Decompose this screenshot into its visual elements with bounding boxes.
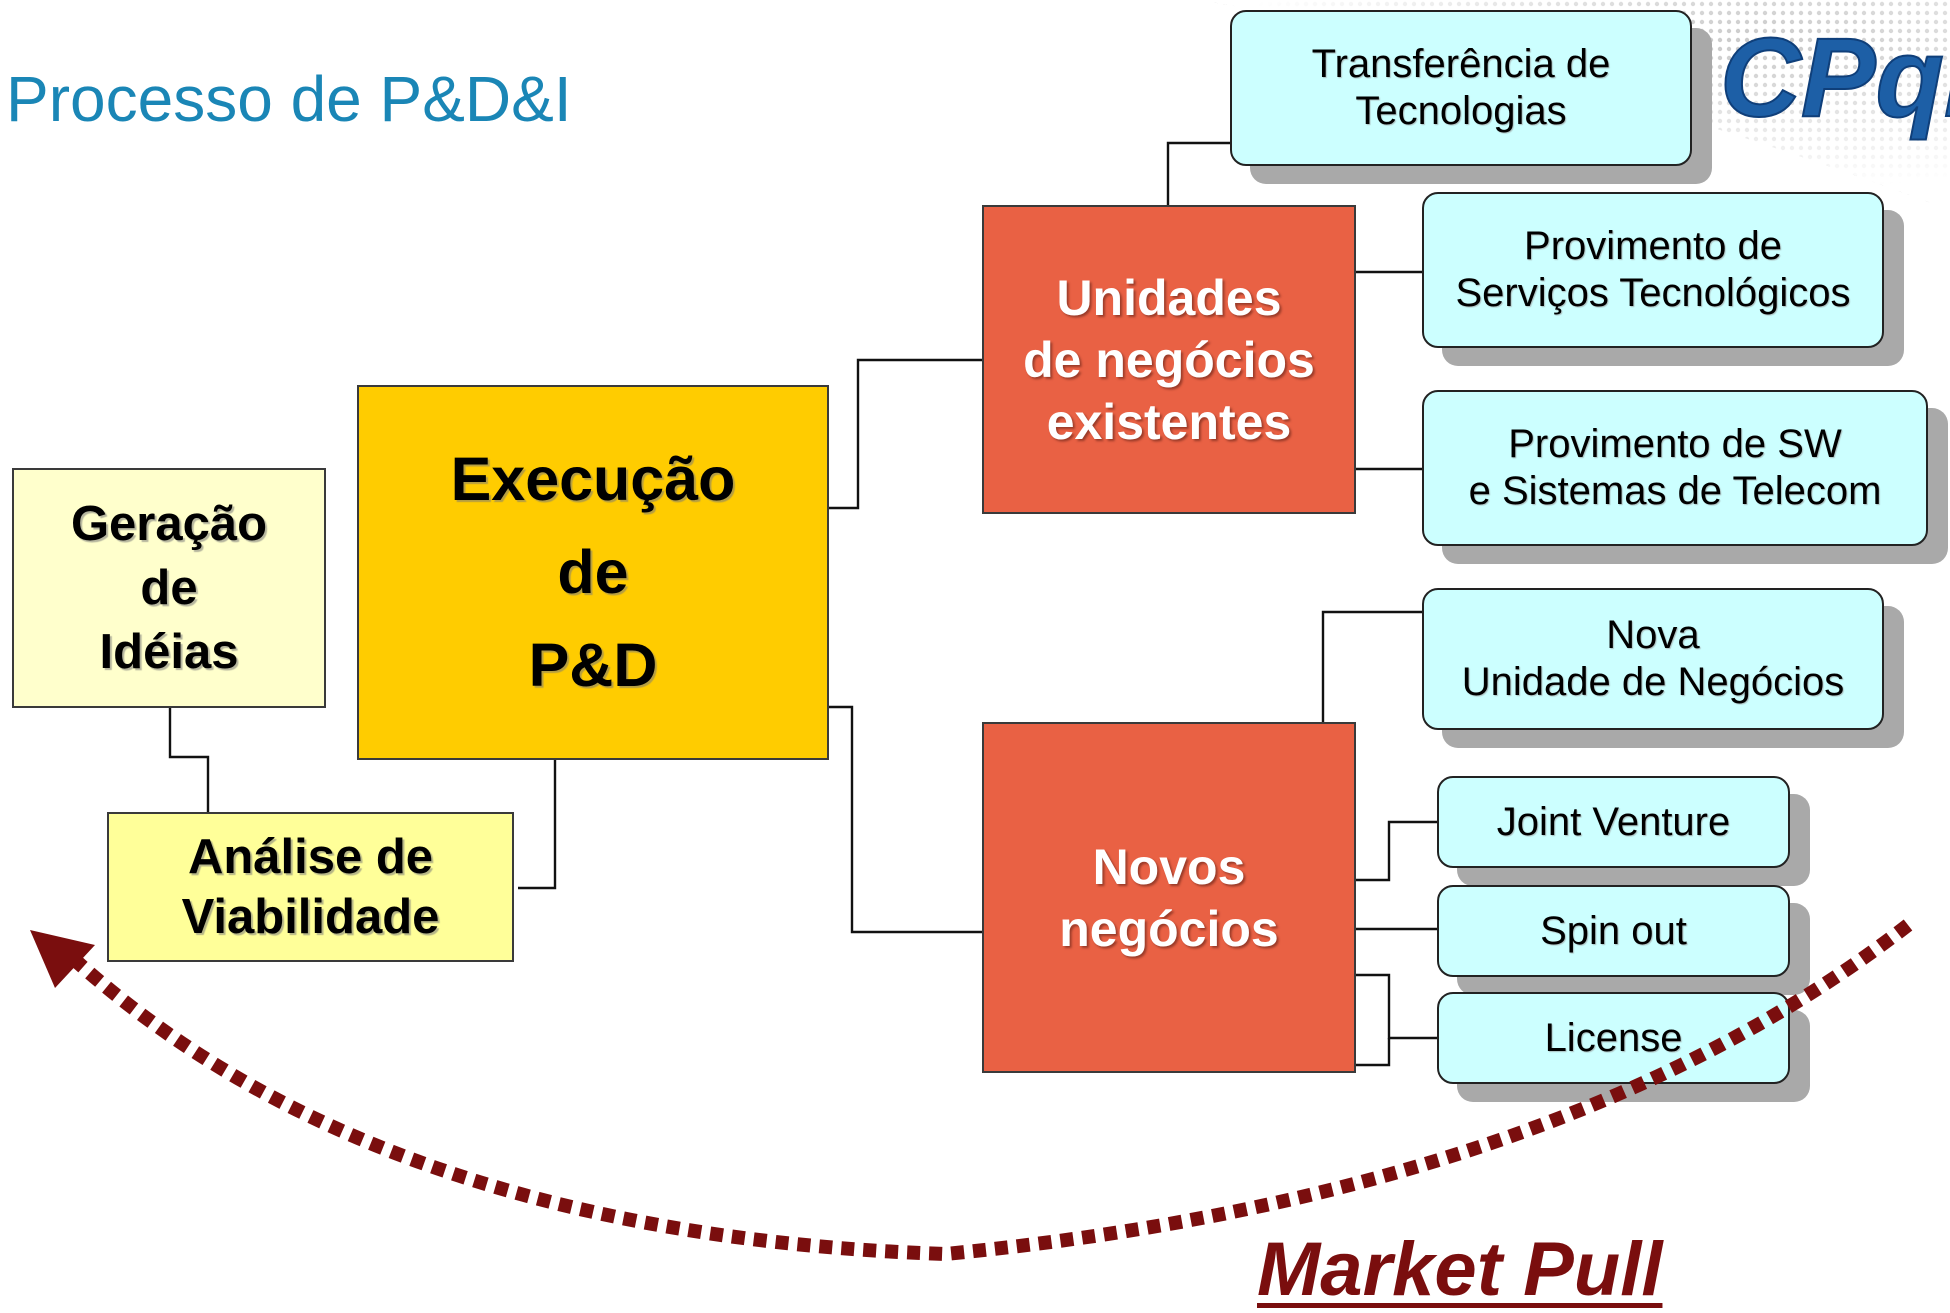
box-provimento-servicos: Provimento de Serviços Tecnológicos <box>1422 192 1884 348</box>
box-analise-de-viabilidade: Análise de Viabilidade <box>107 812 514 962</box>
background-sphere-decoration <box>1200 0 1950 210</box>
box-unidades-label: Unidades de negócios existentes <box>1023 269 1315 450</box>
box-novos-negocios: Novos negócios <box>982 722 1356 1073</box>
box-execucao-label: Execução de P&D <box>450 445 736 699</box>
box-geracao-label: Geração de Idéias <box>70 497 268 679</box>
box-license-label: License <box>1544 1015 1683 1060</box>
box-nova-unidade-label: Nova Unidade de Negócios <box>1461 613 1845 704</box>
box-unidades-de-negocios-existentes: Unidades de negócios existentes <box>982 205 1356 514</box>
box-license: License <box>1437 992 1790 1084</box>
box-joint-venture: Joint Venture <box>1437 776 1790 868</box>
market-pull-label: Market Pull <box>1257 1227 1663 1312</box>
box-geracao-de-ideias: Geração de Idéias <box>12 468 326 708</box>
box-execucao-de-pd: Execução de P&D <box>357 385 829 760</box>
box-spin-out-label: Spin out <box>1540 908 1687 953</box>
box-provimento-sw-telecom: Provimento de SW e Sistemas de Telecom <box>1422 390 1928 546</box>
box-nova-unidade-de-negocios: Nova Unidade de Negócios <box>1422 588 1884 730</box>
box-sw-label: Provimento de SW e Sistemas de Telecom <box>1468 422 1882 513</box>
box-joint-venture-label: Joint Venture <box>1496 799 1731 844</box>
box-transferencia-de-tecnologias: Transferência de Tecnologias <box>1230 10 1692 166</box>
svg-text:CPqD: CPqD <box>1720 18 1950 140</box>
arrowhead-icon <box>30 930 95 988</box>
box-analise-label: Análise de Viabilidade <box>181 830 440 944</box>
cpqd-logo-icon: CPqD <box>1719 18 1950 141</box>
page-title: Processo de P&D&I <box>6 63 572 135</box>
box-novos-label: Novos negócios <box>1059 838 1279 957</box>
box-spin-out: Spin out <box>1437 885 1790 977</box>
box-servicos-label: Provimento de Serviços Tecnológicos <box>1455 224 1851 315</box>
box-transferencia-label: Transferência de Tecnologias <box>1311 42 1611 133</box>
